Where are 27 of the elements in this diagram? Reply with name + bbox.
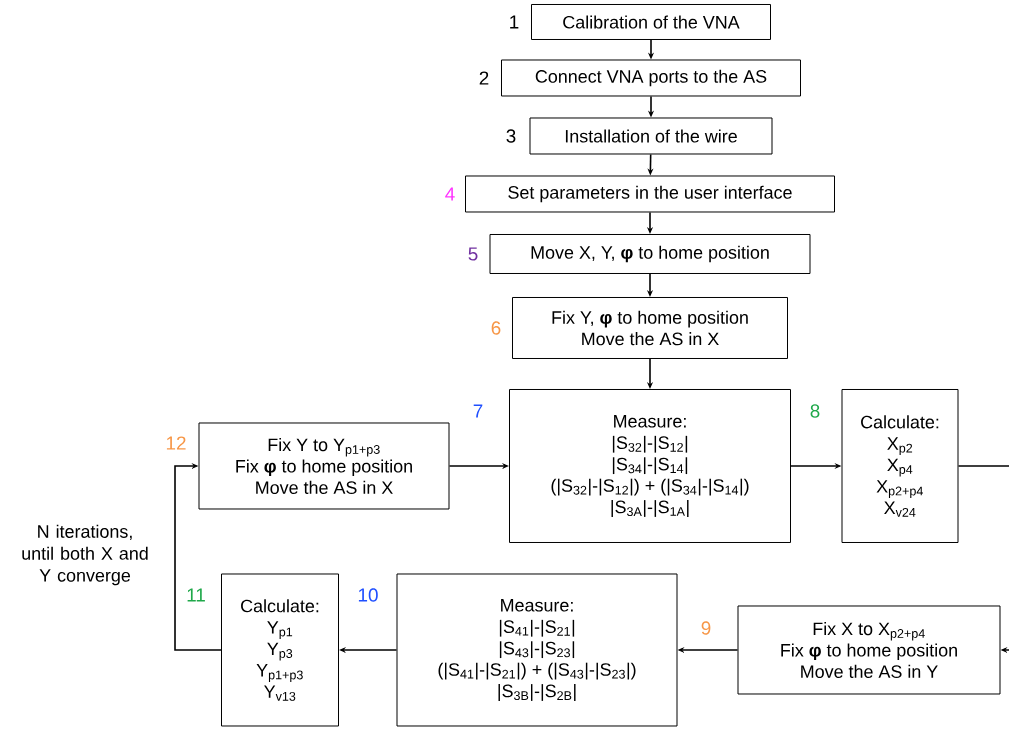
step-number: 6	[491, 321, 501, 335]
process-box: Calibration of the VNA	[531, 4, 771, 40]
process-box: Installation of the wire	[529, 117, 773, 155]
process-box: Move X, Y, φ to home position	[489, 234, 811, 274]
process-box: Fix Y to Y$_{p1+p3}$ Fix φ to home position Move the AS in X	[198, 422, 450, 510]
step-number: 3	[506, 129, 516, 143]
process-box: Measure: |S$_{32}$|-|S$_{12}$| |S$_{34}$|-|S$_{14}$| (|S$_{32}$|-|S$_{12}$|) + (|S$_{34}$|-|S$_{14}$|) |S$_{3A}$|-|S$_{1A}$|	[509, 389, 791, 543]
process-box: Fix X to X$_{p2+p4}$ Fix φ to home position Move the AS in Y	[737, 605, 1001, 695]
step-number: 12	[166, 436, 186, 450]
step-number: 11	[187, 588, 205, 602]
step-number: 7	[473, 404, 483, 418]
step-number: 8	[810, 404, 820, 418]
process-box: Fix Y, φ to home position Move the AS in X	[512, 297, 788, 359]
step-number: 2	[479, 71, 489, 85]
step-number: 1	[510, 15, 519, 29]
step-number: 9	[701, 621, 711, 635]
edge-label: N iterations, until both X and Y converge	[9, 523, 161, 587]
process-box: Connect VNA ports to the AS	[501, 59, 801, 97]
process-box: Measure: |S$_{41}$|-|S$_{21}$| |S$_{43}$|-|S$_{23}$| (|S$_{41}$|-|S$_{21}$|) + (|S$_{43}$|-|S$_{23}$|) |S$_{3B}$|-|S$_{2B}$|	[396, 573, 678, 727]
process-box: Set parameters in the user interface	[465, 175, 835, 213]
process-box: Calculate: X$_{p2}$ X$_{p4}$ X$_{p2+p4}$ X$_{v24}$	[841, 389, 959, 543]
step-number: 10	[358, 588, 378, 602]
process-box: Calculate: Y$_{p1}$ Y$_{p3}$ Y$_{p1+p3}$ Y$_{v13}$	[221, 573, 339, 727]
step-number: 4	[445, 187, 455, 201]
arrow	[957, 465, 1009, 654]
arrow	[174, 462, 222, 651]
step-number: 5	[468, 247, 478, 261]
